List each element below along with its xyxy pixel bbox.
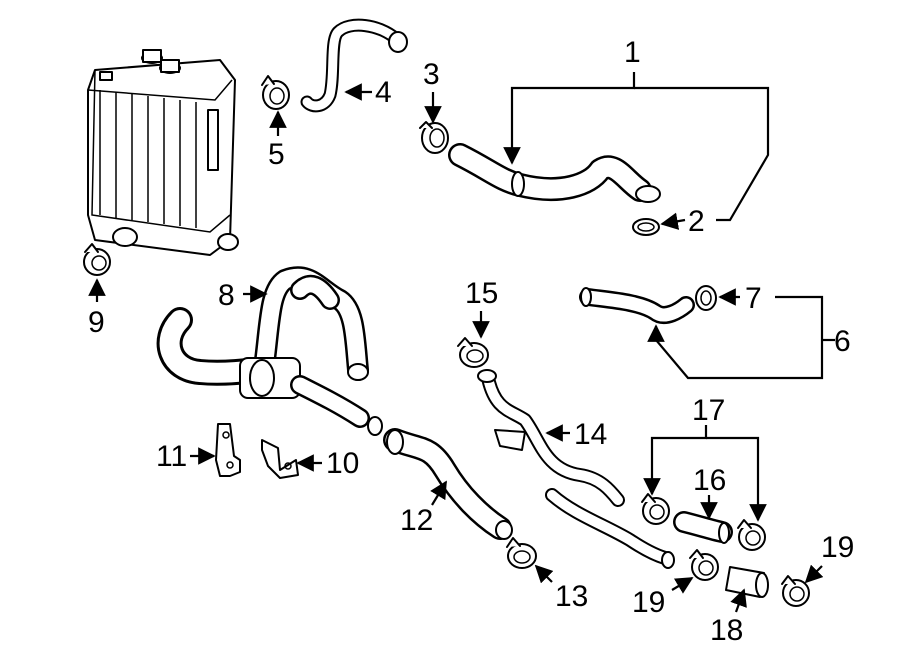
part-18-sleeve xyxy=(725,566,769,598)
callout-19-right: 19 xyxy=(821,531,854,564)
callout-6: 6 xyxy=(834,325,851,358)
part-16-short-hose xyxy=(673,511,733,544)
part-19-clamp-left xyxy=(689,549,719,581)
callout-4: 4 xyxy=(375,76,392,109)
part-9-clamp xyxy=(83,243,111,276)
callout-14: 14 xyxy=(574,418,607,451)
part-10-bracket xyxy=(261,439,299,479)
part-13-clamp xyxy=(506,537,537,569)
radiator xyxy=(87,49,239,256)
callout-1: 1 xyxy=(624,36,641,69)
part-11-bracket xyxy=(215,423,241,477)
leader-lines xyxy=(88,72,835,613)
part-8-hose-assembly xyxy=(156,266,383,436)
callouts: 1 2 3 4 5 6 7 8 9 10 11 12 13 14 15 16 1… xyxy=(88,36,854,647)
callout-3: 3 xyxy=(423,58,440,91)
part-15-clamp xyxy=(457,337,489,368)
part-5-clamp xyxy=(261,75,290,110)
callout-13: 13 xyxy=(555,580,588,613)
part-17-clamp-left xyxy=(641,493,670,525)
part-3-clamp xyxy=(419,121,449,154)
part-19-clamp-right xyxy=(781,575,810,607)
part-6-hose xyxy=(579,287,695,324)
part-17-clamp-right xyxy=(737,519,766,551)
part-1-upper-hose xyxy=(448,143,661,203)
callout-2: 2 xyxy=(688,205,705,238)
callout-9: 9 xyxy=(88,306,105,339)
callout-10: 10 xyxy=(326,447,359,480)
part-2-o-ring xyxy=(632,218,660,236)
callout-12: 12 xyxy=(400,504,433,537)
callout-11: 11 xyxy=(156,440,187,473)
part-4-small-pipe xyxy=(300,18,408,113)
part-12-hose xyxy=(383,428,513,540)
callout-5: 5 xyxy=(268,138,285,171)
part-14-pipe xyxy=(477,369,675,569)
part-7-o-ring xyxy=(695,285,717,311)
callout-15: 15 xyxy=(465,277,498,310)
callout-18: 18 xyxy=(710,614,743,647)
callout-17: 17 xyxy=(692,394,725,427)
callout-7: 7 xyxy=(745,282,762,315)
callout-16: 16 xyxy=(693,464,726,497)
callout-19-left: 19 xyxy=(632,586,665,619)
callout-8: 8 xyxy=(218,279,235,312)
